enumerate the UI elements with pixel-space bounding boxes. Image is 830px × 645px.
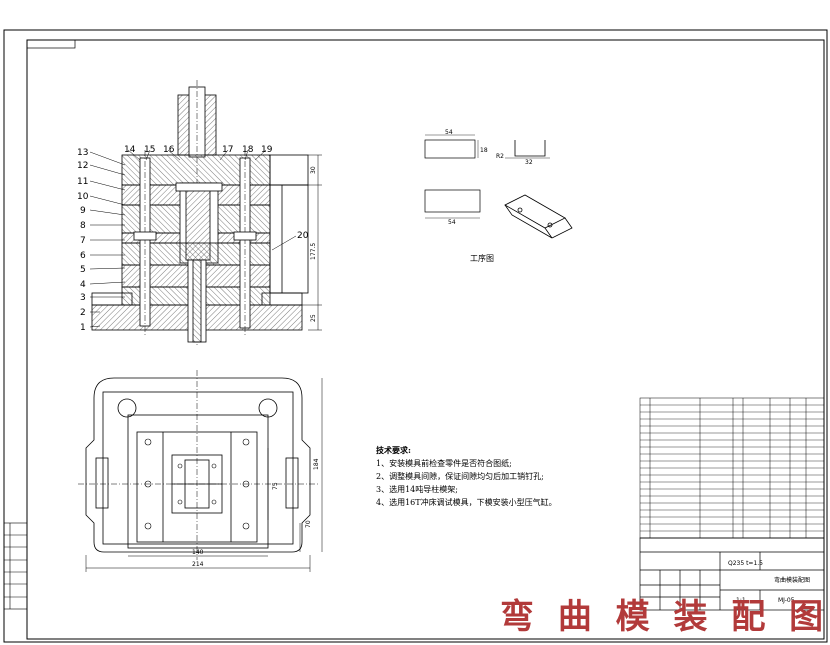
process-part-iso: [504, 194, 573, 239]
part-label: 16: [163, 145, 175, 155]
part-label: 12: [77, 161, 88, 171]
notes-line-4: 4、选用16T冲床调试模具，下模安装小型压气缸。: [376, 497, 557, 507]
notes-heading: 技术要求:: [376, 445, 411, 455]
part-label: 6: [80, 251, 86, 261]
parts-list-rows: [640, 404, 824, 539]
corner-box: [26, 39, 76, 49]
dim-plan-height-inner: 75: [272, 482, 279, 490]
part-number-labels: 1 2 3 4 5 6 7 8 9 10 11 12 13 14 15 16 1…: [77, 145, 309, 333]
plan-centerlines: [78, 370, 318, 560]
notes-line-3: 3、选用14吨导柱模架;: [376, 484, 458, 494]
dim-blank-length: 54: [448, 219, 456, 226]
plan-view: [85, 377, 311, 553]
plan-holes: [144, 438, 250, 530]
part-label: 9: [80, 206, 86, 216]
dim-plan-height: 184: [313, 458, 320, 470]
part-label: 3: [80, 293, 86, 303]
notes-line-1: 1、安装模具前检查零件是否符合图纸;: [376, 458, 512, 468]
part-label: 11: [77, 177, 88, 187]
part-label: 7: [80, 236, 86, 246]
left-side-strip: [3, 522, 28, 610]
dim-upper-height: 30: [310, 166, 317, 174]
dim-height-total: 177.5: [310, 243, 317, 260]
outer-border: [3, 29, 828, 643]
part-label: 2: [80, 308, 86, 318]
plan-dimensions: [85, 378, 323, 572]
part-label: 13: [77, 148, 88, 158]
part-label: 15: [144, 145, 155, 155]
process-part-side: [505, 140, 550, 159]
part-label: 14: [124, 145, 136, 155]
process-part-blank: [424, 189, 481, 219]
part-label: 17: [222, 145, 233, 155]
title-block: [639, 537, 825, 611]
part-label: 18: [242, 145, 254, 155]
dim-part-radius: R2: [496, 153, 504, 160]
part-label: 5: [80, 265, 86, 275]
watermark-title: 弯 曲 模 装 配 图: [500, 597, 829, 637]
title-scale: 1:1: [736, 597, 746, 604]
dim-part-width: 32: [525, 159, 533, 166]
part-label: 8: [80, 221, 86, 231]
section-view: [91, 80, 309, 345]
part-label: 20: [297, 231, 309, 241]
part-label: 19: [261, 145, 273, 155]
inner-border: [26, 39, 825, 640]
notes-line-2: 2、调整模具间隙，保证间隙均匀后加工销钉孔;: [376, 471, 544, 481]
process-label: 工序图: [470, 253, 494, 263]
dim-plan-width-outer: 214: [192, 561, 204, 568]
section-dimensions: [300, 154, 322, 331]
part-label: 1: [80, 323, 86, 333]
dim-plan-small: 70: [305, 520, 312, 528]
title-drawing-name: 弯曲模装配图: [774, 576, 810, 584]
title-drawing-number: MJ-05: [778, 597, 795, 604]
part-label: 10: [77, 192, 89, 202]
dim-part-length: 54: [445, 129, 453, 136]
part-label: 4: [80, 280, 86, 290]
dim-plan-width-inner: 140: [192, 549, 204, 556]
process-part-front: [424, 134, 479, 159]
dim-base-height: 25: [310, 314, 317, 322]
dim-part-height: 18: [480, 147, 488, 154]
leader-lines: [89, 149, 297, 328]
title-material: Q235 t=1.5: [728, 560, 763, 567]
